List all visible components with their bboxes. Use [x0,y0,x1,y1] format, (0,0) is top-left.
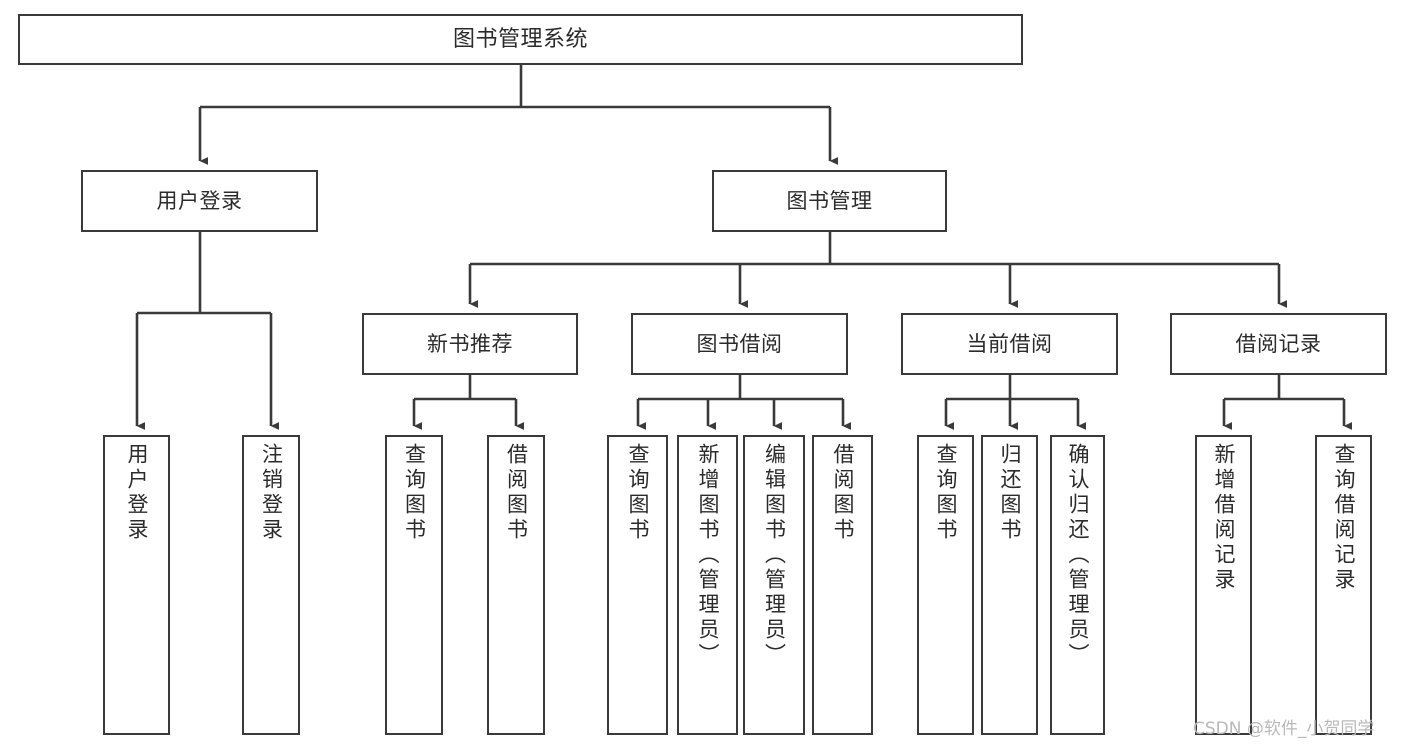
node-label: 查询借阅记录 [1332,443,1356,593]
node-label: 当前借阅 [966,331,1053,356]
node-book-borrow[interactable]: 图书借阅 [631,313,848,375]
node-current-borrow[interactable]: 当前借阅 [901,313,1118,375]
node-label: 借阅图书 [831,443,855,543]
leaf-record-add[interactable]: 新增借阅记录 [1195,435,1252,735]
leaf-rec-query-book[interactable]: 查询图书 [385,435,443,735]
leaf-current-return-book[interactable]: 归还图书 [981,435,1038,735]
node-label: 新增图书（管理员） [696,443,720,668]
node-label: 新增借阅记录 [1212,443,1236,593]
node-label: 查询图书 [934,443,958,543]
node-new-book-rec[interactable]: 新书推荐 [362,313,578,375]
node-user-login[interactable]: 用户登录 [81,170,318,232]
node-borrow-record[interactable]: 借阅记录 [1170,313,1387,375]
node-label: 查询图书 [626,443,650,543]
csdn-watermark: CSDN @软件_小贺同学 [1193,719,1375,739]
leaf-user-logout[interactable]: 注销登录 [242,435,300,735]
node-label: 用户登录 [156,188,243,213]
node-label: 确认归还（管理员） [1066,443,1090,668]
leaf-current-confirm-return[interactable]: 确认归还（管理员） [1050,435,1105,735]
leaf-borrow-edit-book[interactable]: 编辑图书（管理员） [743,435,805,735]
node-root[interactable]: 图书管理系统 [18,14,1023,65]
node-label: 图书管理系统 [452,26,588,52]
node-label: 借阅记录 [1235,331,1322,356]
node-label: 图书借阅 [696,331,783,356]
node-label: 用户登录 [125,443,149,543]
leaf-borrow-query-book[interactable]: 查询图书 [607,435,668,735]
leaf-user-login[interactable]: 用户登录 [103,435,170,735]
leaf-borrow-add-book[interactable]: 新增图书（管理员） [677,435,738,735]
node-label: 借阅图书 [504,443,529,543]
node-label: 图书管理 [786,188,873,213]
node-book-manage[interactable]: 图书管理 [712,170,947,232]
leaf-borrow-borrow-book[interactable]: 借阅图书 [812,435,873,735]
node-label: 新书推荐 [427,331,513,356]
node-label: 注销登录 [259,443,284,543]
leaf-rec-borrow-book[interactable]: 借阅图书 [487,435,545,735]
node-label: 查询图书 [402,443,427,543]
node-label: 编辑图书（管理员） [762,443,787,668]
node-label: 归还图书 [998,443,1022,543]
leaf-record-query[interactable]: 查询借阅记录 [1315,435,1372,735]
leaf-current-query-book[interactable]: 查询图书 [917,435,974,735]
